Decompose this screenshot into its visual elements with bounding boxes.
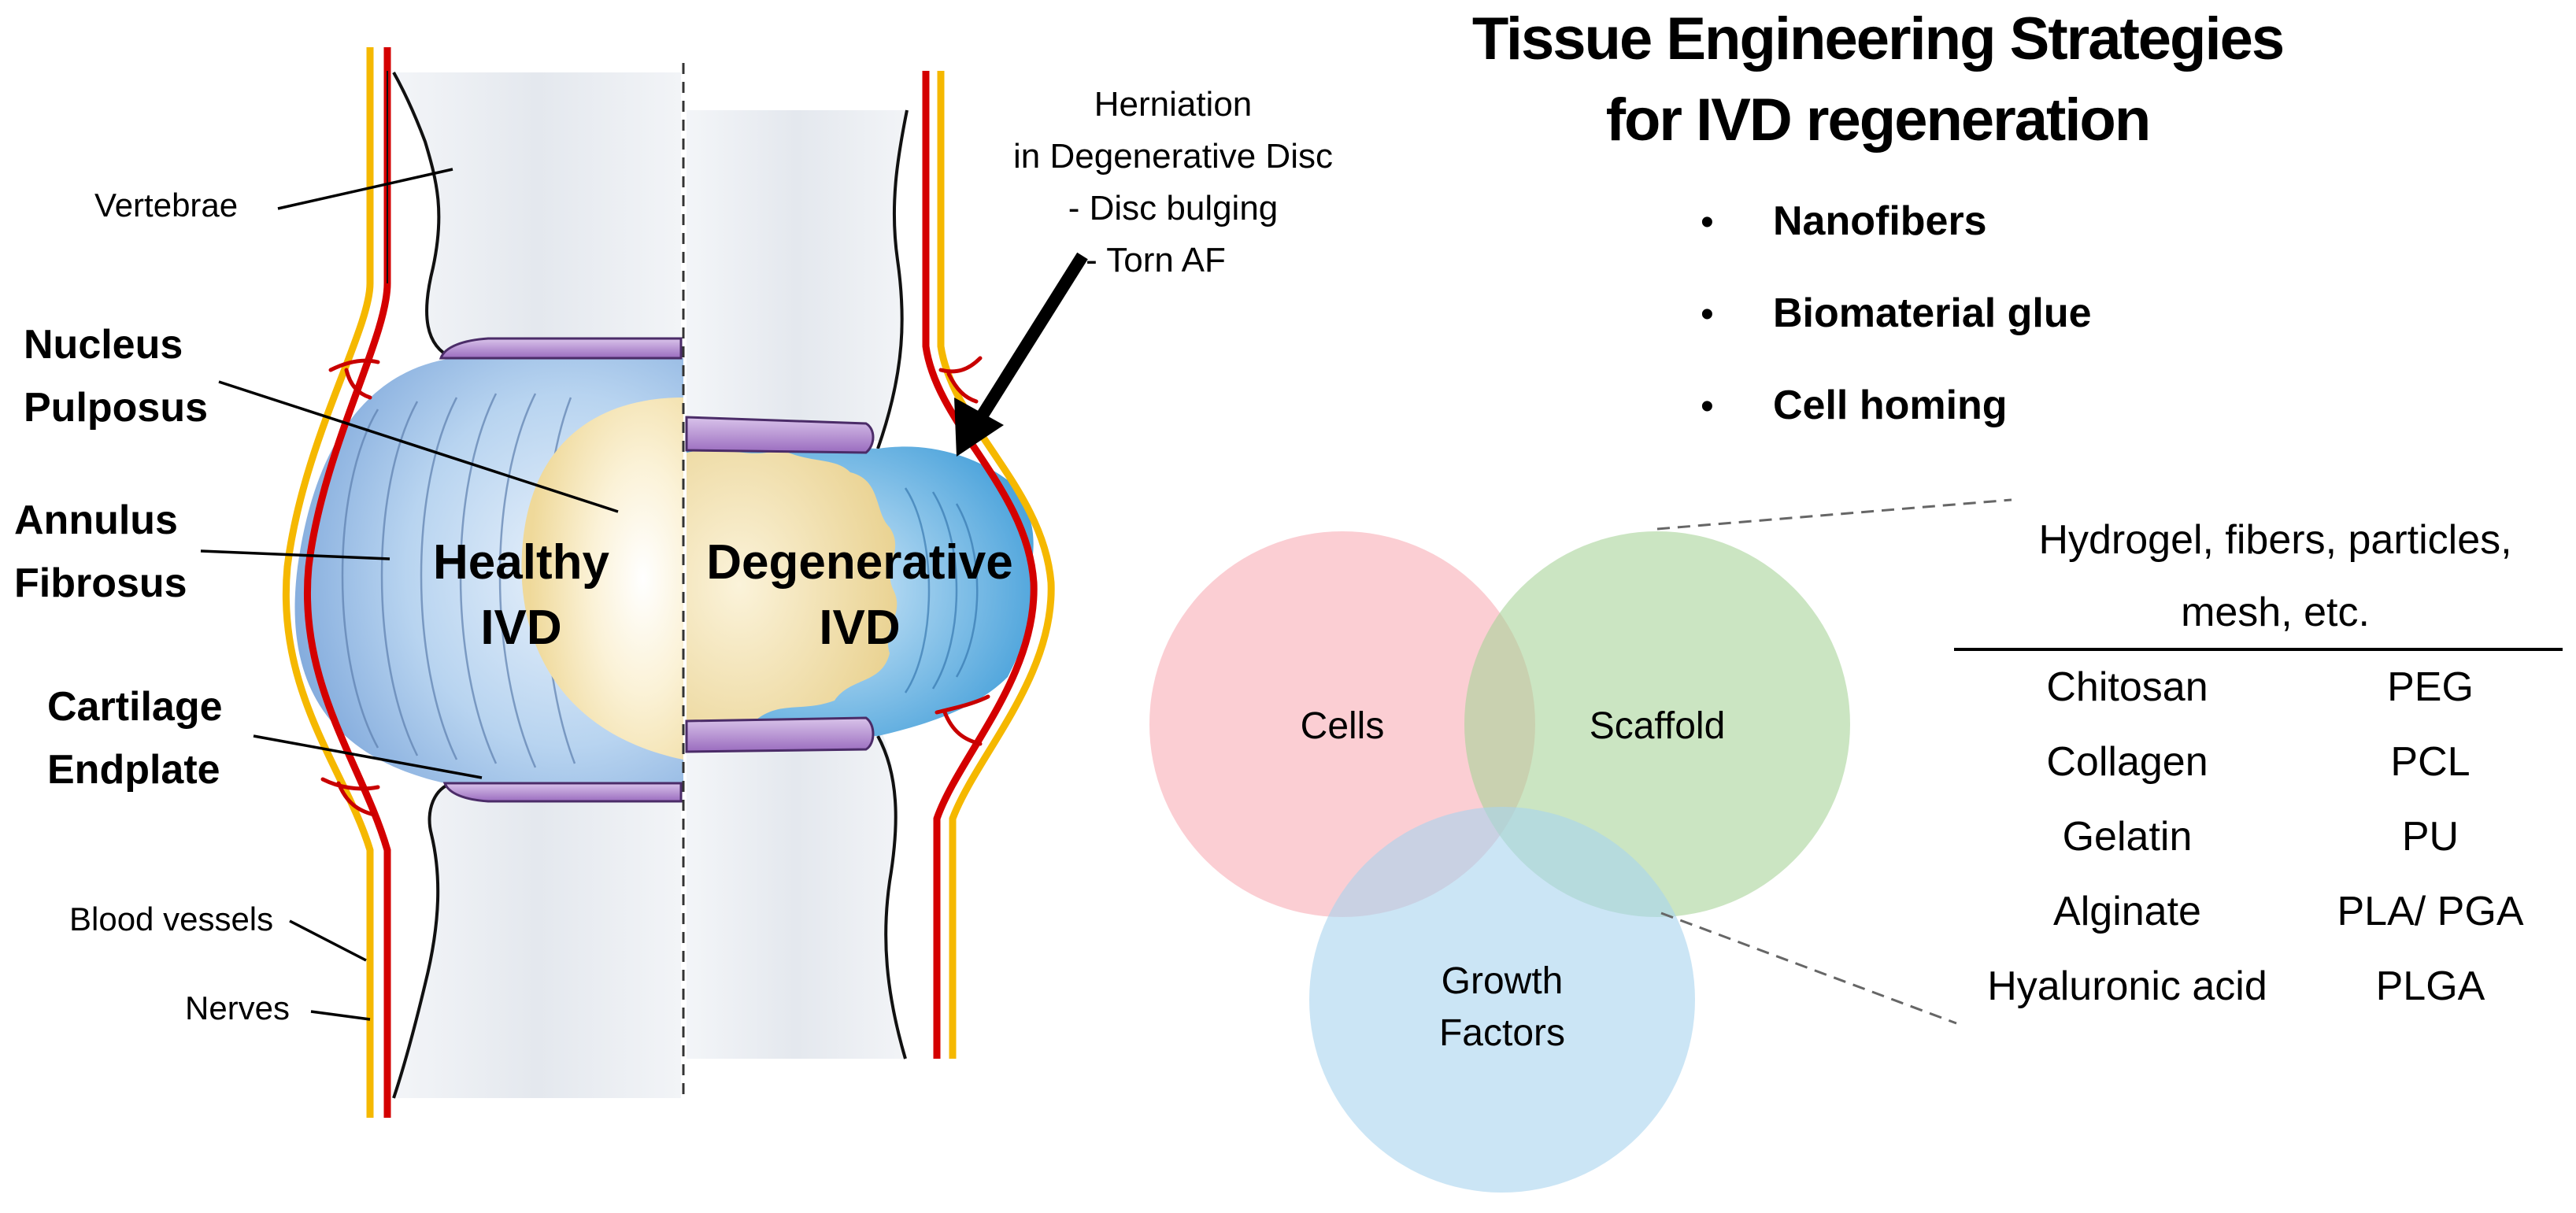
label-healthy-ivd-2: IVD <box>480 601 561 655</box>
annulus-lamellae <box>341 393 576 768</box>
materials-header-1: Hydrogel, fibers, particles, <box>2038 517 2511 563</box>
strategy-item: Biomaterial glue <box>1773 290 2092 336</box>
label-degenerative-ivd-1: Degenerative <box>706 535 1012 590</box>
venn-diagram: Cells Scaffold Growth Factors <box>1149 498 2012 1193</box>
venn-label-growth-2: Factors <box>1439 1012 1565 1054</box>
vessel-left <box>304 47 391 1118</box>
callout-line-top <box>1656 498 2012 531</box>
lower-endplate-healthy <box>442 782 683 803</box>
venn-label-growth-1: Growth <box>1442 960 1564 1002</box>
lower-vertebra-healthy <box>394 783 681 1098</box>
material-synthetic: PU <box>2402 814 2459 860</box>
label-nucleus-pulposus-1: Nucleus <box>24 322 183 368</box>
upper-vertebra-degenerative <box>687 110 907 441</box>
nucleus-pulposus <box>521 398 683 760</box>
capillaries-left <box>320 358 380 817</box>
callout-line-bottom <box>1660 912 1957 1025</box>
materials-header-2: mesh, etc. <box>2181 590 2370 635</box>
materials-table: Hydrogel, fibers, particles, mesh, etc. … <box>1954 517 2563 1009</box>
material-synthetic: PCL <box>2390 739 2470 785</box>
label-nucleus-pulposus-2: Pulposus <box>24 385 208 431</box>
label-healthy-ivd-1: Healthy <box>433 535 609 590</box>
label-herniation-2: in Degenerative Disc <box>1013 137 1333 176</box>
label-herniation-3: - Disc bulging <box>1068 189 1279 227</box>
bullet-icon: • <box>1701 386 1714 427</box>
label-annulus-fibrosus-1: Annulus <box>14 497 178 543</box>
lower-endplate-degenerative <box>685 716 875 753</box>
nerve-left <box>282 47 374 1118</box>
strategies-panel: Tissue Engineering Strategies for IVD re… <box>1472 6 2285 428</box>
strategy-item: Cell homing <box>1773 383 2008 428</box>
material-synthetic: PLGA <box>2376 963 2485 1009</box>
label-cartilage-endplate-2: Endplate <box>47 747 220 793</box>
bullet-icon: • <box>1701 294 1714 335</box>
label-degenerative-ivd-2: IVD <box>819 601 900 655</box>
spine-illustration: Vertebrae Nucleus Pulposus Annulus Fibro… <box>14 47 1333 1118</box>
label-annulus-fibrosus-2: Fibrosus <box>14 560 187 606</box>
label-cartilage-endplate-1: Cartilage <box>47 684 223 730</box>
material-synthetic: PEG <box>2387 664 2474 710</box>
label-vertebrae: Vertebrae <box>94 187 238 224</box>
herniation-arrow-head <box>954 398 1004 457</box>
title-line-1: Tissue Engineering Strategies <box>1472 6 2283 72</box>
title-line-2: for IVD regeneration <box>1606 87 2150 153</box>
material-natural: Gelatin <box>2063 814 2193 860</box>
venn-label-scaffold: Scaffold <box>1590 705 1726 747</box>
material-natural: Chitosan <box>2046 664 2208 710</box>
venn-circle-growth-factors <box>1309 807 1695 1193</box>
venn-label-cells: Cells <box>1301 705 1385 747</box>
vessel-right <box>922 71 1038 1059</box>
upper-endplate-degenerative <box>685 416 875 454</box>
bullet-icon: • <box>1701 202 1714 243</box>
degenerative-nucleus <box>687 449 898 722</box>
upper-vertebra-healthy <box>394 72 681 358</box>
label-herniation-1: Herniation <box>1094 85 1253 124</box>
material-natural: Alginate <box>2053 889 2201 934</box>
leader-lines <box>200 168 619 1021</box>
lower-vertebra-degenerative <box>687 732 905 1059</box>
strategy-item: Nanofibers <box>1773 198 1987 244</box>
capillaries-right <box>935 356 990 746</box>
label-nerves: Nerves <box>185 989 290 1026</box>
label-herniation-4: - Torn AF <box>1086 241 1226 279</box>
material-natural: Collagen <box>2046 739 2208 785</box>
material-synthetic: PLA/ PGA <box>2337 889 2524 934</box>
upper-endplate-healthy <box>439 337 683 360</box>
material-natural: Hyaluronic acid <box>1987 963 2267 1009</box>
herniation-arrow-shaft <box>971 252 1088 429</box>
label-blood-vessels: Blood vessels <box>69 901 273 937</box>
degenerative-lamellae <box>904 487 979 693</box>
